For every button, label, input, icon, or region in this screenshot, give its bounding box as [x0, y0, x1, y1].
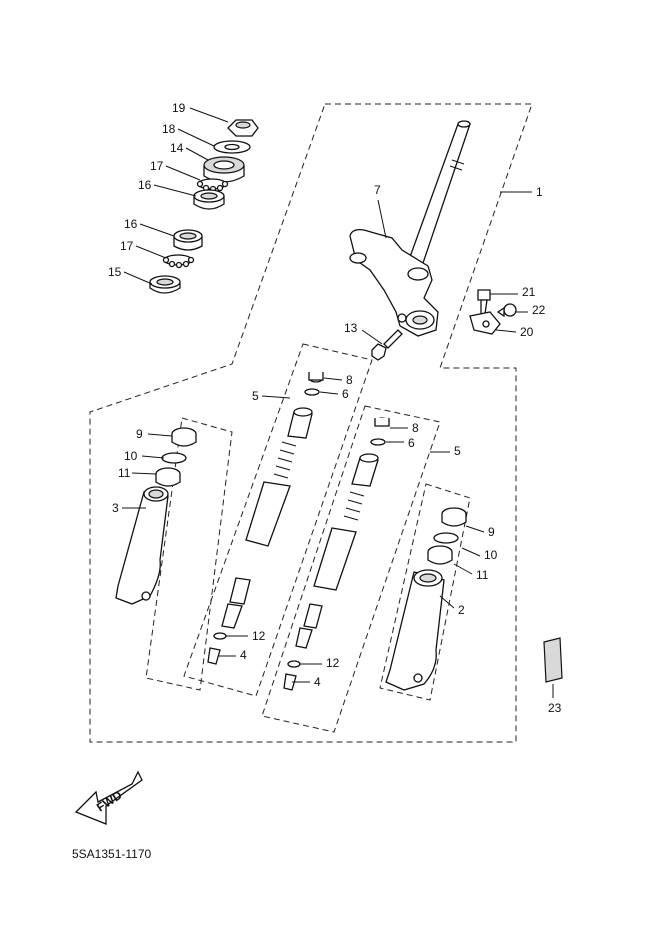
- reflector-23: [543, 637, 563, 683]
- bracket-20: [469, 311, 501, 335]
- bearing-cup-lower: [173, 229, 203, 251]
- callout-leader-10: [141, 455, 165, 459]
- callout-label-8: 8: [412, 421, 419, 435]
- callout-leader-9: [465, 525, 485, 533]
- callout-leader-11: [453, 563, 473, 575]
- right-fork-outline: [379, 483, 471, 701]
- callout-leader-5: [261, 395, 291, 399]
- callout-label-10: 10: [484, 548, 498, 562]
- right-damper-parts: [283, 417, 390, 691]
- washer-18: [213, 140, 251, 154]
- upper-race: [203, 156, 245, 183]
- left-damper-parts: [207, 372, 324, 665]
- ball-bearing-upper: [196, 178, 229, 193]
- callout-leader-19: [189, 107, 229, 123]
- screw-22: [496, 303, 517, 318]
- callout-label-20: 20: [520, 325, 534, 339]
- bolt-13: [371, 329, 403, 361]
- callout-label-8: 8: [346, 373, 353, 387]
- callout-label-1: 1: [536, 185, 543, 199]
- callout-label-6: 6: [342, 387, 349, 401]
- ring-nut: [227, 119, 259, 137]
- callout-label-14: 14: [170, 141, 184, 155]
- callout-label-18: 18: [162, 122, 176, 136]
- callout-leader-13: [361, 329, 383, 345]
- callout-leader-10: [461, 547, 481, 557]
- callout-leader-20: [495, 329, 517, 333]
- callout-leader-17: [135, 245, 167, 259]
- callout-leader-18: [177, 128, 215, 147]
- callout-label-16: 16: [138, 178, 152, 192]
- callout-label-6: 6: [408, 436, 415, 450]
- callout-label-19: 19: [172, 101, 186, 115]
- bolt-21: [477, 289, 491, 315]
- callout-leader-2: [439, 595, 455, 609]
- callout-label-16: 16: [124, 217, 138, 231]
- steering-group-outline: [89, 103, 533, 743]
- callout-label-5: 5: [454, 444, 461, 458]
- callout-label-4: 4: [314, 675, 321, 689]
- callout-label-23: 23: [548, 701, 562, 715]
- forward-arrow-icon: FWD: [74, 770, 143, 825]
- diagram-part-number: 5SA1351-1170: [72, 847, 152, 861]
- callout-label-4: 4: [240, 648, 247, 662]
- callout-label-9: 9: [136, 427, 143, 441]
- callout-label-2: 2: [458, 603, 465, 617]
- callout-label-5: 5: [252, 389, 259, 403]
- callout-leader-6: [319, 391, 339, 395]
- callout-label-17: 17: [150, 159, 164, 173]
- callout-leader-16: [153, 184, 197, 197]
- lower-race: [149, 275, 181, 294]
- callout-leader-8: [323, 377, 343, 381]
- right-inner-tube-outline: [261, 405, 441, 733]
- ball-bearing-lower: [162, 254, 195, 269]
- callout-leader-14: [185, 147, 209, 161]
- callout-label-15: 15: [108, 265, 122, 279]
- callout-label-12: 12: [252, 629, 266, 643]
- callout-leader-17: [165, 165, 201, 181]
- under-bracket: [349, 228, 439, 337]
- right-fork-parts: [385, 507, 467, 691]
- callout-label-22: 22: [532, 303, 546, 317]
- callout-label-3: 3: [112, 501, 119, 515]
- callout-label-10: 10: [124, 449, 138, 463]
- callout-label-11: 11: [476, 568, 489, 582]
- callout-label-12: 12: [326, 656, 340, 670]
- bearing-cup-upper: [193, 189, 225, 210]
- steering-stem: [405, 120, 471, 273]
- callout-leader-15: [123, 271, 153, 285]
- callout-leader-7: [377, 199, 387, 239]
- callout-label-9: 9: [488, 525, 495, 539]
- left-fork-outline: [145, 417, 233, 691]
- callout-label-13: 13: [344, 321, 358, 335]
- callout-leader-16: [139, 223, 175, 237]
- callout-label-11: 11: [118, 466, 131, 480]
- callout-label-7: 7: [374, 183, 381, 197]
- left-fork-parts: [115, 427, 197, 605]
- callout-label-21: 21: [522, 285, 536, 299]
- callout-leader-9: [147, 433, 173, 437]
- callout-label-17: 17: [120, 239, 134, 253]
- callout-leader-11: [131, 472, 157, 475]
